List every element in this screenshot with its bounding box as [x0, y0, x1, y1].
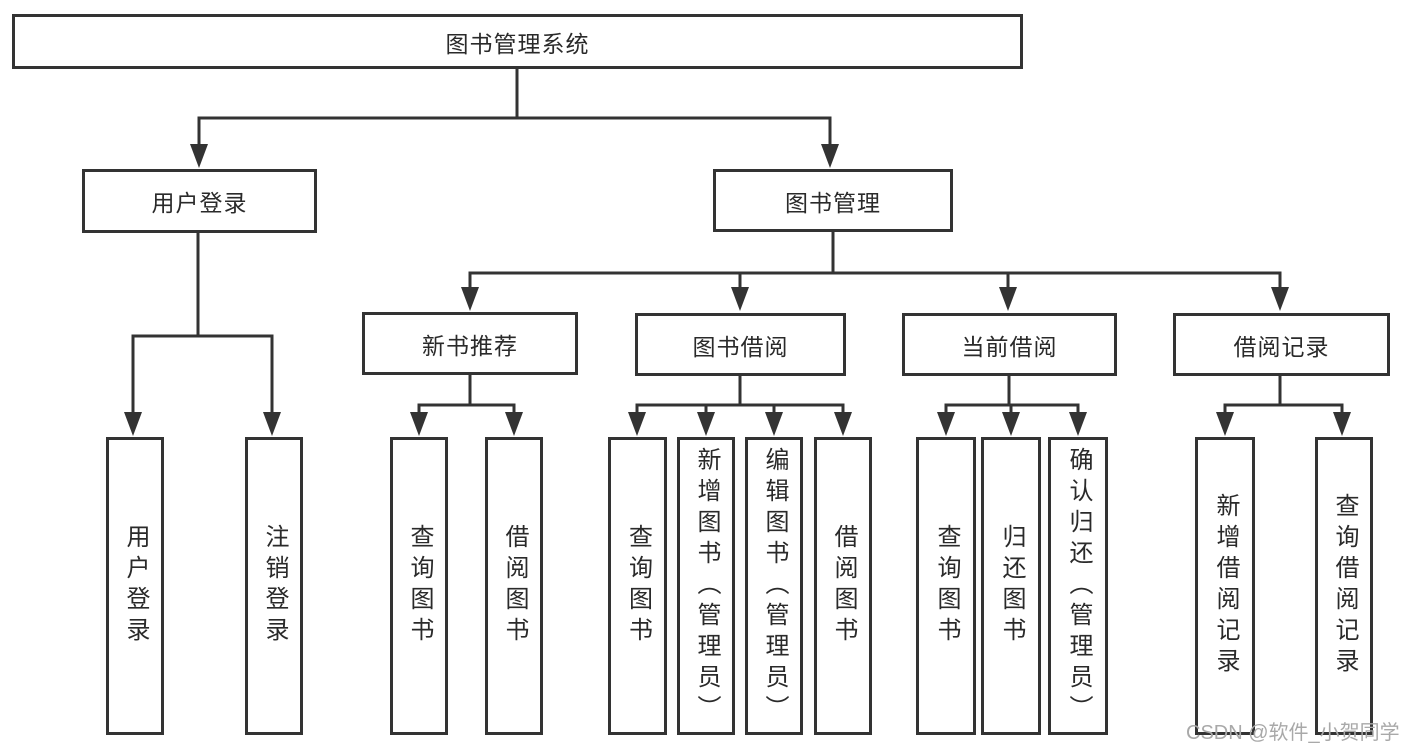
leaf-borrow-books-recommend: 借阅图书 [485, 437, 543, 735]
node-library-management-system: 图书管理系统 [12, 14, 1023, 69]
leaf-add-book-admin-label: 新增图书（管理员） [693, 446, 720, 726]
leaf-borrow-books-borrow-label: 借阅图书 [830, 524, 857, 648]
leaf-query-books-current: 查询图书 [916, 437, 976, 735]
arrow-head [461, 287, 479, 311]
leaf-return-book: 归还图书 [981, 437, 1041, 735]
leaf-query-books-recommend-label: 查询图书 [406, 524, 433, 648]
leaf-confirm-return-admin-label: 确认归还（管理员） [1065, 446, 1092, 726]
arrow-head [937, 412, 955, 436]
arrow-head [410, 412, 428, 436]
arrow-head [1002, 412, 1020, 436]
arrow-heads [124, 144, 1351, 436]
leaf-borrow-books-borrow: 借阅图书 [814, 437, 872, 735]
connector-book-management-to-level3 [468, 232, 1282, 293]
leaf-query-books-recommend: 查询图书 [390, 437, 448, 735]
leaf-add-borrow-record-label: 新增借阅记录 [1212, 493, 1239, 679]
leaf-edit-book-admin: 编辑图书（管理员） [745, 437, 803, 735]
arrow-head [999, 287, 1017, 311]
arrow-head [505, 412, 523, 436]
leaf-user-login: 用户登录 [106, 437, 164, 735]
connector-user-login-to-leaves [131, 233, 274, 418]
arrow-head [731, 287, 749, 311]
arrow-head [1069, 412, 1087, 436]
connector-book-borrow-to-leaves [635, 375, 845, 419]
connector-new-book-recommend-to-leaves [417, 375, 516, 419]
connector-root-to-level2 [197, 68, 832, 150]
leaf-user-login-label: 用户登录 [122, 524, 149, 648]
leaf-query-books-borrow: 查询图书 [608, 437, 667, 735]
arrow-head [190, 144, 208, 168]
leaf-query-borrow-record-label: 查询借阅记录 [1331, 493, 1358, 679]
node-new-book-recommend: 新书推荐 [362, 312, 578, 375]
leaf-confirm-return-admin: 确认归还（管理员） [1048, 437, 1108, 735]
leaf-logout-label: 注销登录 [261, 524, 288, 648]
leaf-add-book-admin: 新增图书（管理员） [677, 437, 735, 735]
arrow-head [628, 412, 646, 436]
csdn-watermark: CSDN @软件_小贺同学 [1186, 722, 1400, 744]
leaf-query-books-borrow-label: 查询图书 [624, 524, 652, 648]
connector-borrow-records-to-leaves [1223, 375, 1344, 419]
node-book-borrow: 图书借阅 [635, 313, 846, 376]
arrow-head [1216, 412, 1234, 436]
node-borrow-records: 借阅记录 [1173, 313, 1390, 376]
arrow-head [821, 144, 839, 168]
arrow-head [765, 412, 783, 436]
leaf-add-borrow-record: 新增借阅记录 [1195, 437, 1255, 735]
leaf-edit-book-admin-label: 编辑图书（管理员） [761, 446, 788, 726]
arrow-head [1333, 412, 1351, 436]
leaf-borrow-books-recommend-label: 借阅图书 [501, 524, 528, 648]
arrow-head [263, 412, 281, 436]
node-current-borrow: 当前借阅 [902, 313, 1117, 376]
node-book-management: 图书管理 [713, 169, 953, 232]
arrow-head [834, 412, 852, 436]
arrow-head [1271, 287, 1289, 311]
node-user-login: 用户登录 [82, 169, 317, 233]
leaf-query-borrow-record: 查询借阅记录 [1315, 437, 1373, 735]
arrow-head [697, 412, 715, 436]
leaf-return-book-label: 归还图书 [998, 524, 1025, 648]
leaf-logout: 注销登录 [245, 437, 303, 735]
arrow-head [124, 412, 142, 436]
leaf-query-books-current-label: 查询图书 [933, 524, 960, 648]
